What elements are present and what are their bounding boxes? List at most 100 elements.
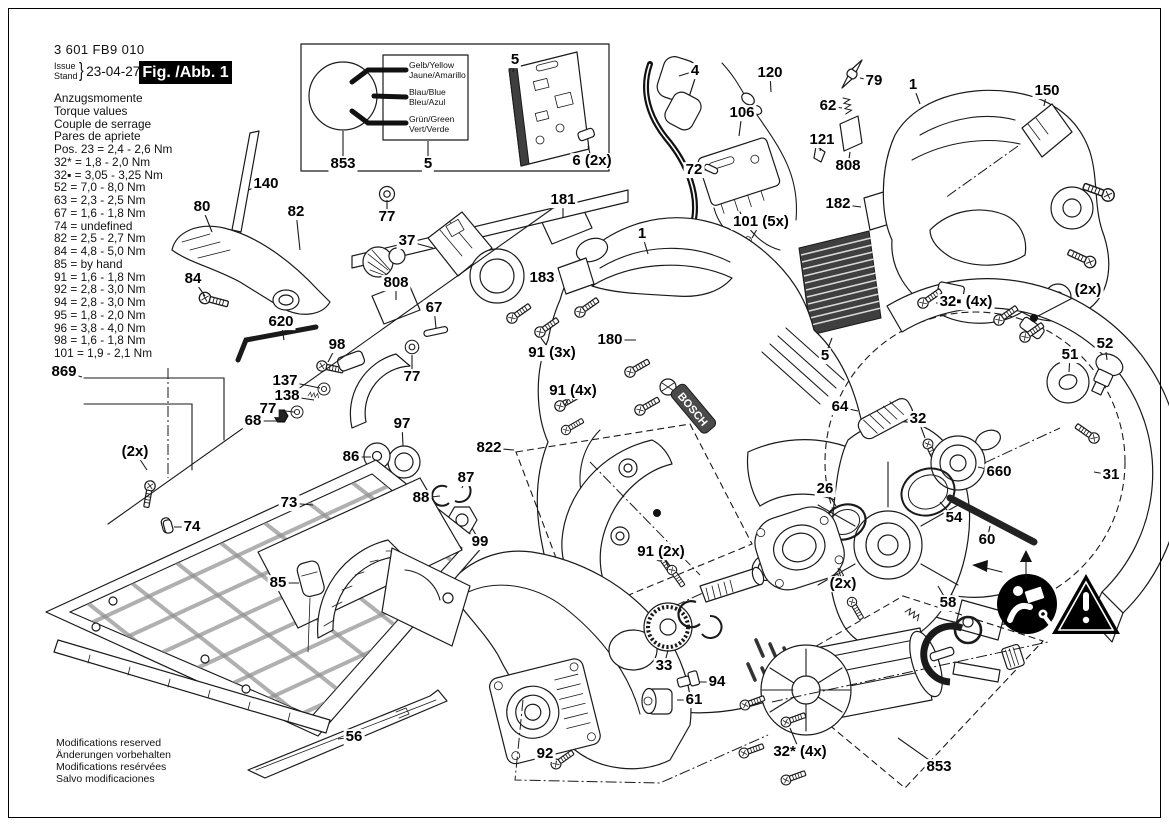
heatsink-5	[798, 230, 882, 336]
callout-92: 92	[534, 745, 556, 763]
figure-label: Fig. /Abb. 1	[139, 61, 232, 84]
torque-entry: 96 = 3,8 - 4,0 Nm	[54, 320, 146, 335]
callout-180: 180	[595, 331, 625, 349]
part-number: 3 601 FB9 010	[54, 42, 145, 57]
callout-97: 97	[391, 415, 413, 433]
callout-31: 31	[1100, 466, 1122, 484]
clamp-4	[656, 56, 698, 102]
callout-660: 660	[984, 463, 1014, 481]
callout-808-right: 808	[833, 157, 863, 175]
pcb-symbol	[508, 51, 595, 167]
torque-entry: 63 = 2,3 - 2,5 Nm	[54, 193, 146, 207]
callout-853-motor: 853	[924, 758, 954, 776]
callout-37: 37	[396, 232, 418, 250]
knob-85	[296, 560, 325, 598]
motor-853	[737, 595, 1049, 789]
wire-yellow	[349, 67, 409, 85]
warning-triangle-icon	[1052, 574, 1120, 634]
brake-64	[857, 398, 914, 440]
callout-1-housing: 1	[906, 76, 920, 94]
callout-150: 150	[1032, 82, 1062, 100]
front-rail	[53, 639, 331, 734]
strip-140	[231, 130, 260, 233]
flange-51	[1046, 360, 1090, 404]
torque-entry: 67 = 1,6 - 1,8 Nm	[54, 205, 146, 220]
base-plate	[45, 205, 557, 737]
callout-77-rod: 77	[376, 208, 398, 226]
circlip	[701, 614, 723, 639]
callout-32-star-4x: 32* (4x)	[771, 743, 829, 761]
bracket-869	[83, 377, 225, 471]
wire-green	[349, 108, 409, 126]
torque-heading: Anzugsmomente	[54, 91, 143, 105]
callout-808-left: 808	[381, 274, 411, 292]
callout-183: 183	[527, 269, 557, 287]
callout-1-motor: 1	[635, 225, 649, 243]
bearing-flange	[754, 506, 845, 591]
sticker-183	[557, 257, 595, 295]
callout-82: 82	[285, 203, 307, 221]
flange-assembly	[751, 398, 1038, 648]
callout-68: 68	[242, 412, 264, 430]
doc-header: 3 601 FB9 010 Issue Stand } 23-04-27	[54, 42, 145, 83]
footer-line: Modifications reserved	[56, 737, 162, 749]
callout-54: 54	[943, 509, 965, 527]
callout-620: 620	[266, 313, 296, 331]
part-79	[841, 59, 863, 89]
torque-entry: Pos. 23 = 2,4 - 2,6 Nm	[54, 142, 173, 156]
torque-entry: 101 = 1,9 - 2,1 Nm	[54, 346, 153, 360]
callout-91-4x: 91 (4x)	[547, 382, 599, 400]
torque-entry: 32* = 1,8 - 2,0 Nm	[54, 154, 151, 169]
torque-entry: 94 = 2,8 - 3,0 Nm	[54, 295, 146, 309]
callout-106: 106	[727, 104, 757, 122]
callout-79: 79	[863, 72, 885, 90]
pin-60	[946, 494, 1038, 546]
issue-word: Issue	[54, 61, 76, 71]
sticker-150	[1021, 103, 1073, 158]
callout-26: 26	[814, 480, 836, 498]
callout-32-blade: 32	[907, 410, 929, 428]
gear-33	[608, 602, 693, 671]
callout-5-heatsink: 5	[818, 347, 832, 365]
torque-heading: Couple de serrage	[54, 116, 152, 131]
callout-5-wirebox: 5	[421, 155, 435, 173]
clip-6	[577, 127, 595, 142]
issue-row: Issue Stand } 23-04-27	[54, 60, 145, 83]
callout-73: 73	[278, 494, 300, 512]
callout-5-pcb: 5	[508, 51, 522, 69]
callout-88: 88	[410, 489, 432, 507]
bracket-ring	[920, 622, 964, 686]
bevel-scale	[317, 539, 471, 647]
callout-56: 56	[343, 728, 365, 746]
callout-101-5x: 101 (5x)	[731, 213, 791, 231]
callout-52: 52	[1094, 335, 1116, 353]
callout-77-knob: 77	[401, 368, 423, 386]
callout-60: 60	[976, 531, 998, 549]
callout-99: 99	[469, 533, 491, 551]
callout-87: 87	[455, 469, 477, 487]
hex-key-620	[235, 324, 319, 363]
footer-line: Salvo modificaciones	[56, 772, 155, 785]
blade-group	[639, 278, 1169, 643]
footer-line: Modifications resérvées	[56, 760, 167, 773]
callout-86: 86	[340, 448, 362, 466]
gear-housing	[447, 550, 769, 784]
dust-port-37	[427, 211, 525, 304]
sticker-808	[839, 115, 863, 152]
callout-91-2x: 91 (2x)	[635, 543, 687, 561]
callout-84: 84	[182, 270, 204, 288]
torque-heading: Pares de apriete	[54, 129, 141, 144]
torque-entry: 74 = undefined	[54, 218, 133, 233]
callout-67: 67	[423, 299, 445, 317]
install-arrows	[972, 550, 1032, 579]
callout-98: 98	[326, 336, 348, 354]
torque-entry: 84 = 4,8 - 5,0 Nm	[54, 244, 146, 258]
wire-blue	[371, 93, 409, 100]
o-ring	[953, 615, 983, 645]
